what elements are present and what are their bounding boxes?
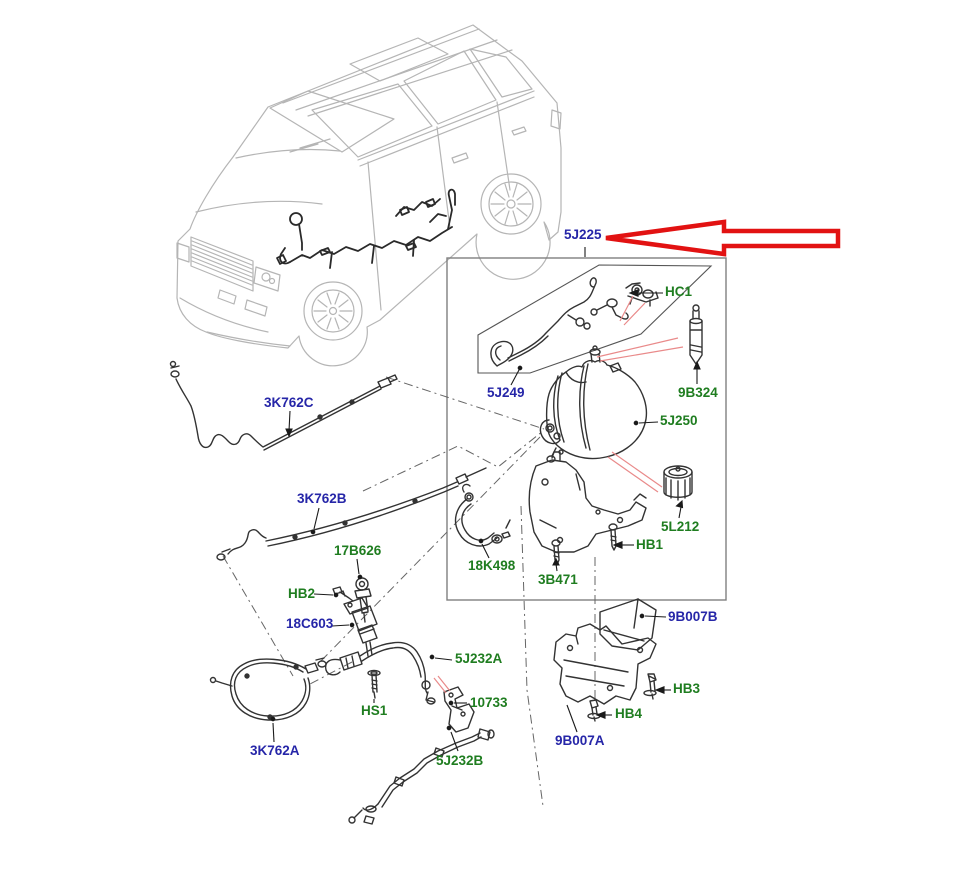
part-label-HB2[interactable]: HB2 [288,586,316,601]
part-label-HC1[interactable]: HC1 [665,284,693,299]
part-label-HB1[interactable]: HB1 [636,537,664,552]
part-3K762A-drawing [209,658,319,721]
part-9B007B-drawing [599,598,657,651]
part-17B626-drawing [354,577,372,623]
main-assembly-box [446,257,727,601]
part-label-5J232A[interactable]: 5J232A [455,651,503,666]
part-5J249-drawing [490,277,629,367]
part-9B324-drawing [689,304,703,365]
part-label-3K762C[interactable]: 3K762C [264,395,314,410]
part-label-3K762B[interactable]: 3K762B [297,491,347,506]
part-HC1-drawing [625,282,659,307]
part-label-9B007A[interactable]: 9B007A [555,733,605,748]
part-label-HB3[interactable]: HB3 [673,681,701,696]
vehicle-illustration [176,24,562,367]
part-label-5J225[interactable]: 5J225 [564,227,602,242]
part-label-3B471[interactable]: 3B471 [538,572,578,587]
leader-lines [270,247,701,752]
part-label-5J250[interactable]: 5J250 [660,413,698,428]
highlight-arrow [605,219,841,257]
vehicle-harness-highlight [276,188,456,269]
part-10733-drawing [443,686,475,733]
part-label-HB4[interactable]: HB4 [615,706,643,721]
part-label-9B324[interactable]: 9B324 [678,385,718,400]
part-HB4-drawing [587,699,601,722]
part-label-9B007B[interactable]: 9B007B [668,609,718,624]
part-label-5J249[interactable]: 5J249 [487,385,525,400]
part-5J232B-drawing [348,728,495,825]
part-label-5J232B[interactable]: 5J232B [436,753,484,768]
part-label-5L212[interactable]: 5L212 [661,519,700,534]
doser-junction-drawing [315,651,363,676]
part-5J232A-drawing [359,641,436,705]
part-3K762B-drawing [216,467,487,561]
red-pointer-lines [433,295,684,694]
part-HS1-drawing [367,669,381,699]
part-18C603-drawing [343,597,378,657]
part-3B471-drawing [551,539,561,566]
part-label-18C603[interactable]: 18C603 [286,616,334,631]
tank-bracket-drawing [528,451,647,553]
phantom-lines [222,376,596,807]
part-HB2-drawing [332,586,354,602]
part-3K762C-drawing [169,360,398,451]
part-18K498-drawing [454,483,511,547]
part-label-10733[interactable]: 10733 [470,695,508,710]
part-9B007A-drawing [553,623,657,705]
part-5L212-drawing [663,465,693,501]
part-label-HS1[interactable]: HS1 [361,703,388,718]
part-label-3K762A[interactable]: 3K762A [250,743,300,758]
part-label-18K498[interactable]: 18K498 [468,558,516,573]
part-drawings [169,277,703,825]
part-label-17B626[interactable]: 17B626 [334,543,382,558]
part-HB3-drawing [643,673,657,700]
part-HB1-drawing [608,523,618,551]
